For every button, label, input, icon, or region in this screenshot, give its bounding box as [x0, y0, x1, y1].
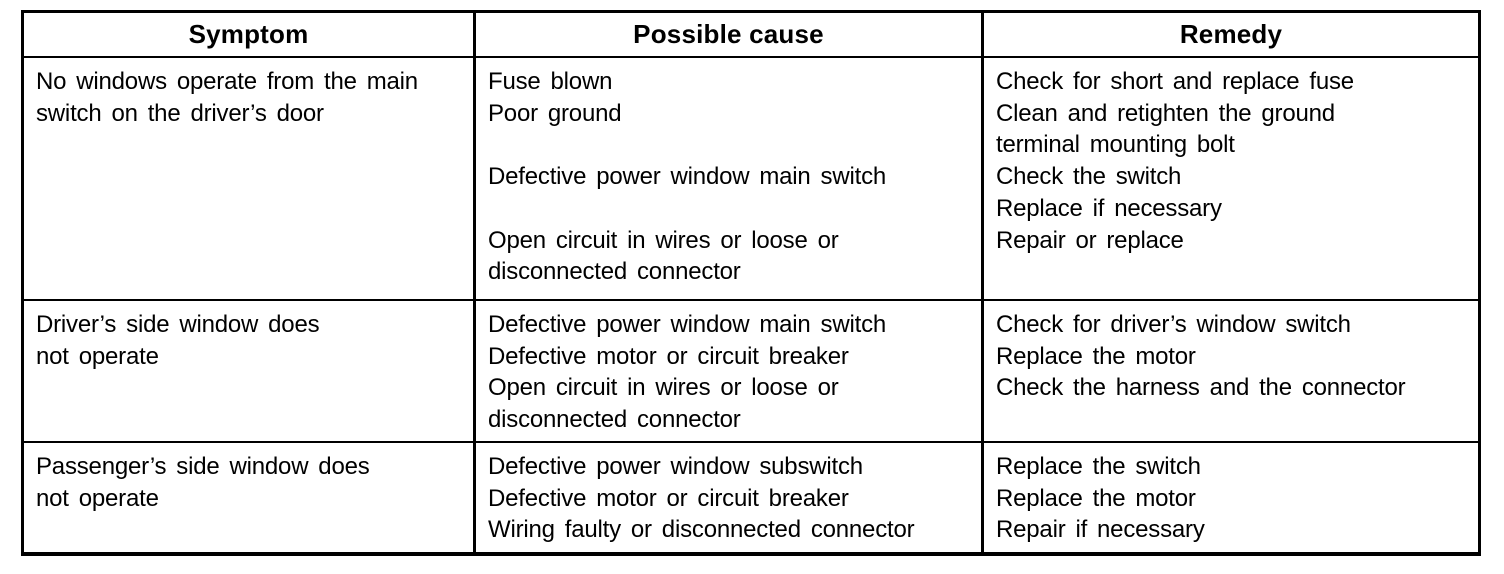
text-line: Defective power window main switch: [488, 311, 887, 338]
table-row: No windows operate from the main switch o…: [21, 56, 1481, 301]
text-line: terminal mounting bolt: [996, 131, 1235, 159]
text-line: Defective power window subswitch: [488, 453, 863, 480]
column-header-symptom: Symptom: [21, 10, 476, 58]
symptom-cell: No windows operate from the main switch o…: [21, 56, 476, 301]
text-line: not operate: [36, 342, 159, 370]
header-row: Symptom Possible cause Remedy: [21, 10, 1481, 58]
text-line: Open circuit in wires or loose or: [488, 226, 839, 254]
text-line: Replace the motor: [996, 484, 1196, 512]
text-line: switch on the driver’s door: [36, 99, 324, 127]
text-line: Replace the motor: [996, 342, 1196, 370]
text-line: Defective power window main switch: [488, 163, 887, 191]
text-line: Open circuit in wires or loose or: [488, 374, 839, 402]
text-line: Defective motor or circuit breaker: [488, 342, 849, 370]
text-line: Check for driver’s window switch: [996, 311, 1351, 338]
text-line: Check for short and replace fuse: [996, 68, 1354, 95]
text-line: Defective motor or circuit breaker: [488, 484, 849, 512]
text-line: Passenger’s side window does: [36, 453, 370, 480]
text-line: disconnected connector: [488, 406, 741, 434]
column-header-remedy: Remedy: [981, 10, 1481, 58]
text-line: Fuse blown: [488, 68, 613, 95]
symptom-cell: Passenger’s side window does not operate: [21, 441, 476, 555]
text-line: Wiring faulty or disconnected connector: [488, 516, 915, 544]
text-line: Poor ground: [488, 99, 622, 127]
text-line: No windows operate from the main: [36, 68, 418, 95]
text-line: Check the harness and the connector: [996, 374, 1406, 402]
text-line: disconnected connector: [488, 258, 741, 286]
text-line: Driver’s side window does: [36, 311, 320, 338]
text-line: Clean and retighten the ground: [996, 99, 1335, 127]
text-line: not operate: [36, 484, 159, 512]
column-header-possible-cause: Possible cause: [473, 10, 984, 58]
text-line: Check the switch: [996, 163, 1182, 191]
troubleshooting-table: Symptom Possible cause Remedy No windows…: [21, 10, 1481, 556]
table-row: Driver’s side window does not operate Def…: [21, 299, 1481, 443]
text-line: Repair if necessary: [996, 516, 1205, 544]
text-line: Replace if necessary: [996, 194, 1222, 222]
text-line: [488, 193, 975, 225]
text-line: Replace the switch: [996, 453, 1201, 480]
text-line: Repair or replace: [996, 226, 1184, 254]
text-line: [488, 129, 975, 161]
symptom-cell: Driver’s side window does not operate: [21, 299, 476, 443]
